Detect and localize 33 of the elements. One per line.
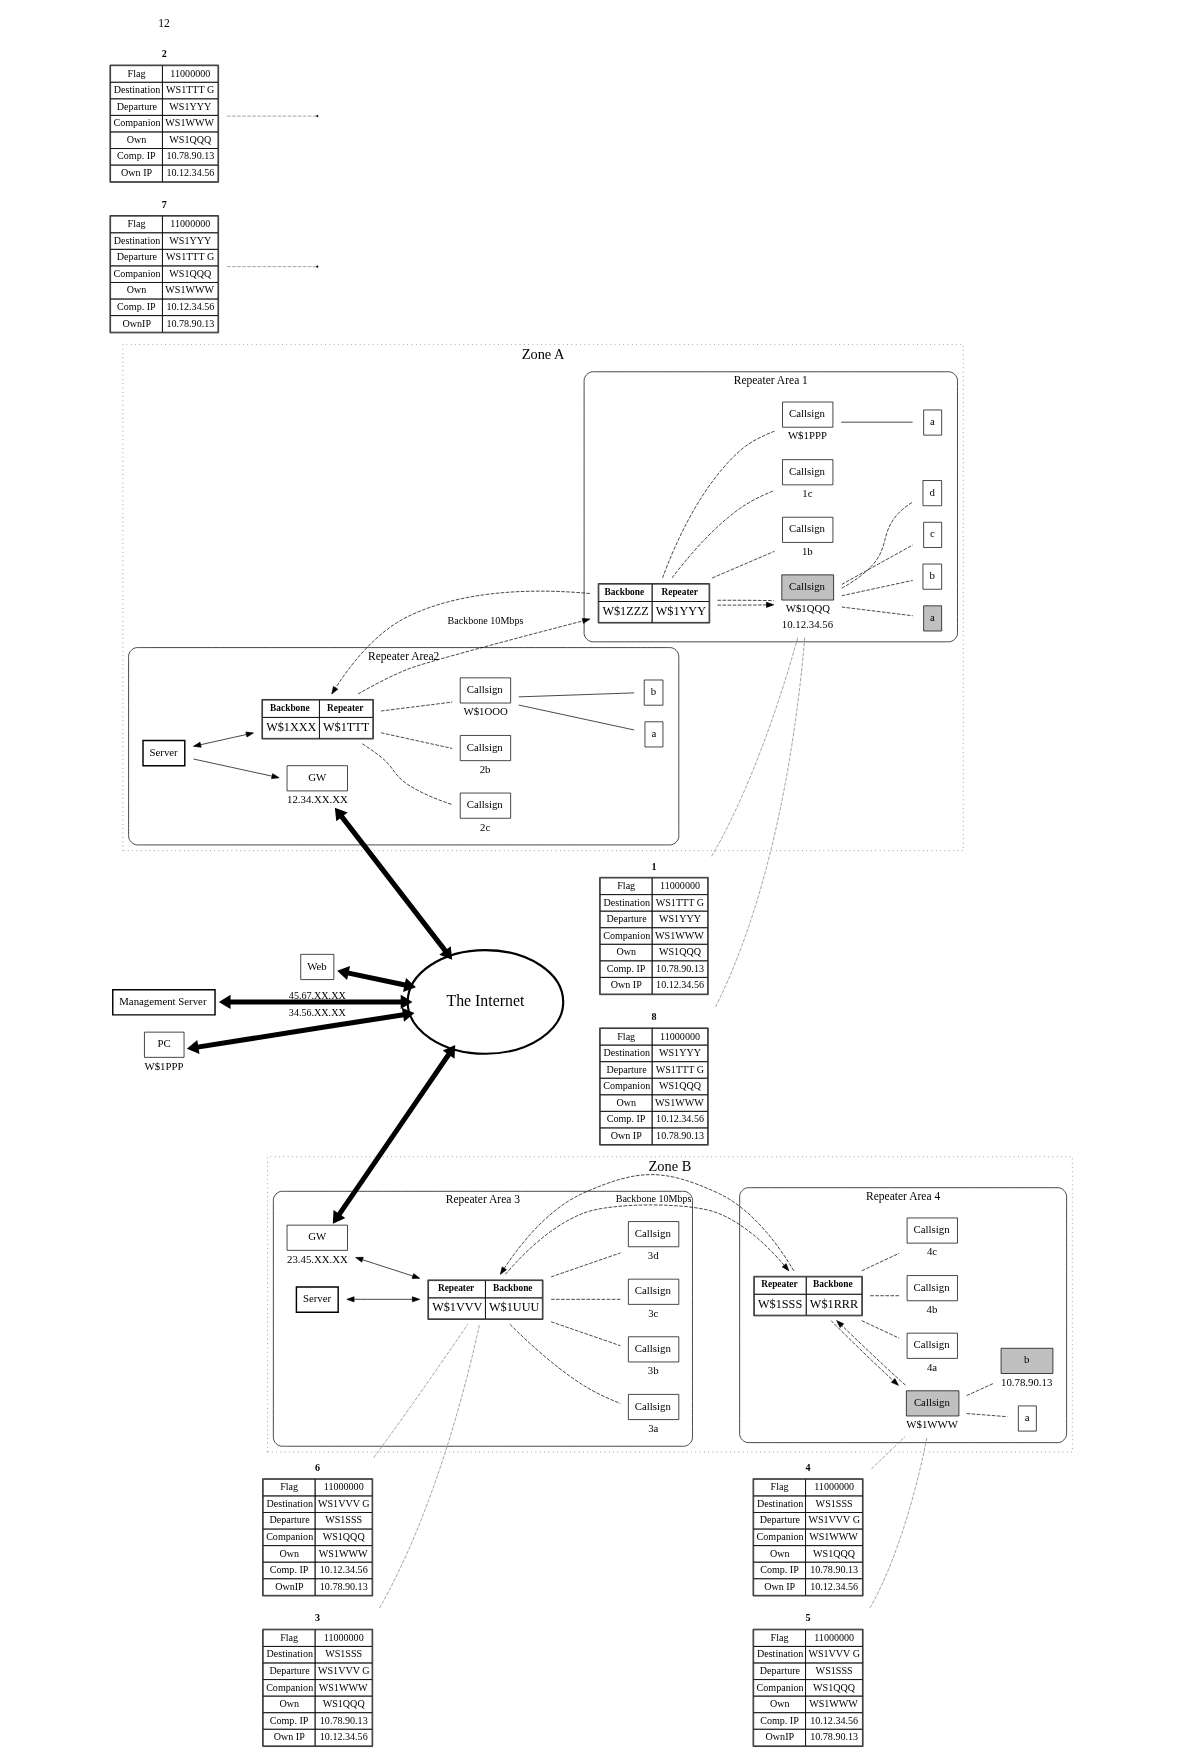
edge-label: 45.67.XX.XX	[288, 990, 346, 1002]
node-label: 2c	[480, 820, 491, 833]
node-label: 12.34.XX.XX	[287, 793, 348, 806]
node-label: 7	[161, 198, 167, 210]
node-label: W$1OOO	[463, 705, 508, 718]
node-label: 2	[161, 48, 167, 60]
label: 12	[158, 17, 170, 30]
node-label: 1	[651, 860, 657, 872]
node-label: 10.12.34.56	[781, 618, 834, 631]
node-label: 2b	[479, 762, 491, 775]
node-label: 23.45.XX.XX	[287, 1252, 348, 1265]
edge-label: 34.56.XX.XX	[288, 1006, 346, 1018]
node-label: 1b	[801, 544, 813, 557]
node-label: 4b	[926, 1303, 938, 1316]
node-label: W$1QQQ	[785, 602, 831, 615]
node-label: W$1PPP	[144, 1059, 184, 1072]
node-label: 10.78.90.13	[1001, 1375, 1053, 1388]
node-label: 3c	[648, 1306, 659, 1319]
node-label: 3d	[647, 1249, 659, 1261]
node-label: 3a	[648, 1421, 659, 1434]
node-label: 1c	[802, 487, 813, 500]
node-label: 3	[315, 1612, 321, 1624]
node-label: 4a	[926, 1360, 938, 1373]
node-label: 4c	[926, 1245, 938, 1258]
edge-label: Backbone 10Mbps	[615, 1193, 692, 1205]
node-label: W$1PPP	[787, 429, 827, 442]
node-label: 6	[315, 1461, 321, 1473]
node-label: 8	[651, 1011, 657, 1023]
node-label: 3b	[647, 1364, 659, 1377]
node-label: 4	[805, 1461, 811, 1473]
edge-label: Backbone 10Mbps	[447, 614, 524, 626]
node-label: 5	[805, 1612, 811, 1624]
node-label: W$1WWW	[906, 1418, 958, 1431]
